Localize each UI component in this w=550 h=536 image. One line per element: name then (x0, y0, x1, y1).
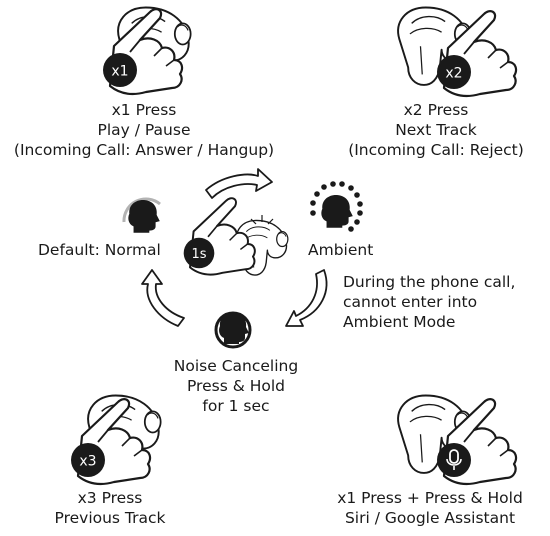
anc-cycle: 1s (122, 168, 363, 349)
mode-normal-text: Default: Normal (38, 241, 161, 259)
head-silhouette-icon (128, 200, 160, 233)
gesture-x3-label: x3 Press Previous Track (55, 488, 166, 528)
gesture-x3-title: x3 Press (77, 489, 143, 507)
gesture-hold-group (397, 394, 518, 486)
gesture-x2-group: x2 (397, 6, 518, 98)
mode-normal-label: Default: Normal (38, 240, 161, 260)
ambient-dots (310, 181, 363, 232)
ambient-note: During the phone call, cannot enter into… (343, 272, 515, 332)
microphone-icon (446, 449, 462, 470)
cycle-arrows (141, 168, 328, 327)
ambient-note-line-3: Ambient Mode (343, 313, 456, 331)
mode-noise-canceling-text: Noise Canceling (173, 357, 299, 375)
gesture-x2-action: Next Track (395, 121, 477, 139)
ambient-note-line-2: cannot enter into (343, 293, 478, 311)
gesture-x3-group: x3 (69, 394, 162, 486)
badge-x2: x2 (445, 66, 462, 82)
arrow-noise-to-normal (141, 269, 185, 327)
mode-ambient-label: Ambient (308, 240, 373, 260)
badge-1s: 1s (191, 247, 206, 262)
arrow-ambient-to-noise (285, 269, 328, 327)
gesture-x2-title: x2 Press (403, 101, 469, 119)
badge-x3: x3 (79, 454, 96, 470)
ambient-note-line-1: During the phone call, (343, 273, 516, 291)
arrow-normal-to-ambient (205, 168, 273, 199)
ambient-mode-icon (310, 181, 363, 232)
mode-noise-canceling-label: Noise Canceling Press & Hold for 1 sec (174, 356, 298, 416)
gesture-x2-call-action: (Incoming Call: Reject) (348, 141, 524, 159)
noise-canceling-mode-icon (214, 311, 252, 349)
gesture-x1-group: x1 (101, 6, 192, 96)
normal-mode-icon (122, 197, 161, 233)
pointing-hand-icon (182, 197, 256, 276)
gesture-hold-title: x1 Press + Press & Hold (337, 489, 523, 507)
gesture-x3-action: Previous Track (54, 509, 166, 527)
gesture-hold-label: x1 Press + Press & Hold Siri / Google As… (337, 488, 523, 528)
mode-ambient-text: Ambient (308, 241, 374, 259)
hold-instruction-line-1: Press & Hold (186, 377, 286, 395)
head-silhouette-icon (321, 195, 353, 228)
gesture-x1-label: x1 Press Play / Pause (Incoming Call: An… (14, 100, 274, 160)
gesture-x1-action: Play / Pause (97, 121, 191, 139)
gesture-x1-title: x1 Press (111, 101, 177, 119)
gesture-x1-call-action: (Incoming Call: Answer / Hangup) (13, 141, 275, 159)
badge-x1: x1 (111, 64, 128, 80)
press-indicator (250, 215, 274, 225)
gesture-x2-label: x2 Press Next Track (Incoming Call: Reje… (348, 100, 524, 160)
gesture-hold-action: Siri / Google Assistant (344, 509, 516, 527)
hold-instruction-line-2: for 1 sec (202, 397, 270, 415)
